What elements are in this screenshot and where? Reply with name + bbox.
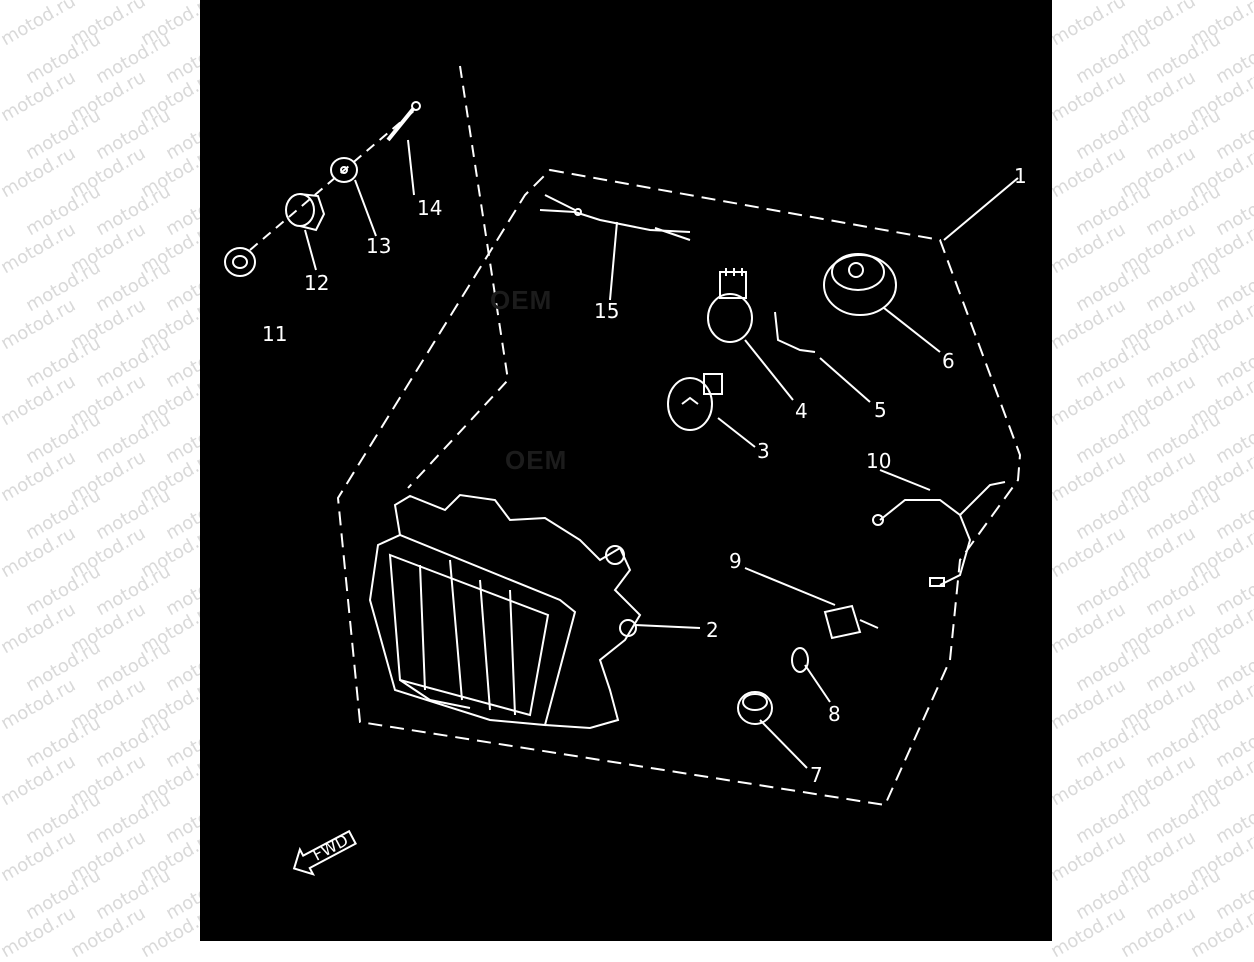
fwd-arrow-icon <box>292 829 358 876</box>
leader-15 <box>609 221 618 301</box>
leader-13 <box>354 179 377 237</box>
faint-mark-2: OEM <box>505 445 568 475</box>
callout-11: 11 <box>262 322 288 346</box>
grommet-7 <box>737 691 773 725</box>
leader-12 <box>304 229 317 271</box>
callout-14: 14 <box>417 196 443 220</box>
assembly-boundary <box>336 168 1022 807</box>
callout-12: 12 <box>304 271 330 295</box>
bolt-14 <box>386 101 421 142</box>
leader-6 <box>883 307 941 353</box>
callout-4: 4 <box>795 399 808 423</box>
wire-5 <box>774 311 816 353</box>
collar-12 <box>285 193 326 232</box>
leader-8 <box>804 664 831 703</box>
bulb-cover-6 <box>823 253 897 316</box>
headlight-unit-2 <box>368 493 642 730</box>
socket-4 <box>707 268 753 343</box>
diagram-panel <box>200 0 1052 941</box>
callout-7: 7 <box>810 763 823 787</box>
leader-2 <box>634 624 701 629</box>
bulb-8 <box>791 647 809 673</box>
callout-13: 13 <box>366 234 392 258</box>
grommet-11 <box>224 247 256 277</box>
callout-9: 9 <box>729 549 742 573</box>
callout-1: 1 <box>1014 164 1027 188</box>
callout-6: 6 <box>942 349 955 373</box>
bolt-axis-line <box>249 109 416 251</box>
headlight-exploded-view <box>224 65 1022 876</box>
faint-mark-1: OEM <box>490 285 553 315</box>
callout-10: 10 <box>866 449 892 473</box>
bulb-9 <box>823 604 879 640</box>
harness-10 <box>872 481 1006 587</box>
callout-8: 8 <box>828 702 841 726</box>
callout-3: 3 <box>757 439 770 463</box>
bracket-boundary <box>407 65 510 489</box>
leader-14 <box>407 139 415 196</box>
leader-10 <box>879 469 931 491</box>
leader-5 <box>819 357 871 403</box>
leader-7 <box>759 719 808 769</box>
callout-5: 5 <box>874 398 887 422</box>
washer-13 <box>330 157 358 183</box>
bulb-3 <box>667 373 723 431</box>
leader-4 <box>744 339 794 401</box>
callout-2: 2 <box>706 618 719 642</box>
callout-15: 15 <box>594 299 620 323</box>
wire-lead-15 <box>539 194 691 241</box>
leader-3 <box>717 417 756 448</box>
leader-9 <box>744 567 836 606</box>
leader-1 <box>943 177 1019 241</box>
